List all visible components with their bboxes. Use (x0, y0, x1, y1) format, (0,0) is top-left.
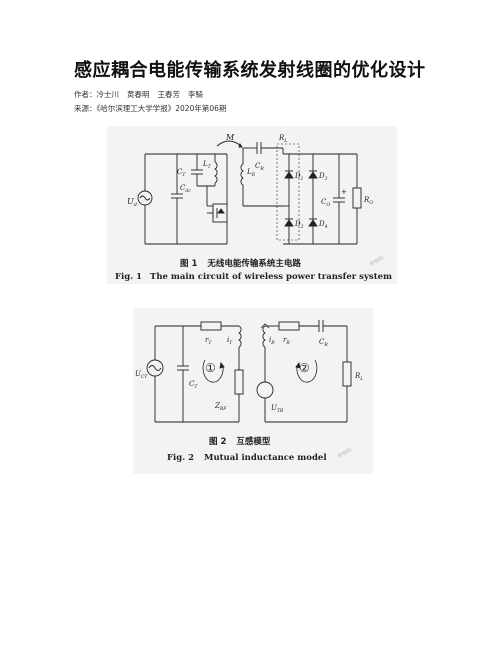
source-line: 来源：《哈尔滨理工大学学报》2020年第06期 (74, 103, 234, 114)
figure-1-circuit: Ud Cdc CT LT M LR CR RL (115, 133, 392, 282)
fig1-watermark: 新物料 (369, 254, 386, 268)
source-label: 来源： (74, 104, 97, 113)
label-d4: D4 (318, 220, 328, 230)
label-d1: D1 (294, 172, 304, 182)
label-d2: D2 (294, 220, 304, 230)
label-rl: RL (278, 134, 287, 144)
resistor-rl (342, 361, 352, 387)
author-1: 冷士川 (96, 90, 120, 99)
author-3: 王春芳 (157, 90, 181, 99)
label-cdc: Cdc (180, 184, 191, 194)
diode-d4 (308, 219, 318, 227)
authors-label: 作者： (74, 90, 97, 99)
label-it: iT (227, 336, 233, 346)
label-lr: LR (246, 168, 256, 178)
fig2-watermark: 新物料 (337, 446, 354, 460)
source-text: 《哈尔滨理工大学学报》2020年第06期 (96, 104, 227, 113)
label-ct2: CT (189, 380, 198, 390)
label-rl2: RL (354, 372, 363, 382)
label-m: M (225, 133, 235, 142)
label-co: CO (321, 198, 330, 208)
loop-2-label: ② (299, 361, 310, 375)
label-cr2: CR (319, 338, 328, 348)
author-2: 黄春明 (127, 90, 150, 99)
diode-d3 (308, 171, 318, 179)
resistor-ro (352, 187, 362, 209)
impedance-zrf (234, 369, 244, 395)
label-ir: iR (269, 336, 275, 346)
article-title: 感应耦合电能传输系统发射线圈的优化设计 (74, 60, 426, 81)
rectifier-dashed-box (276, 143, 300, 241)
label-cr: CR (255, 162, 264, 172)
figure-2-circuit: rT iT ZRF UCT CT ① iR rR CR RL UTB ② 图 2… (135, 320, 363, 463)
author-4: 李騎 (188, 90, 203, 99)
diode-d2 (284, 219, 294, 227)
label-rr: rR (283, 336, 290, 346)
authors-line: 作者：冷士川黄春明王春芳李騎 (74, 89, 211, 100)
label-rt: rT (205, 336, 212, 346)
label-lt: LT (202, 160, 212, 170)
label-d3: D3 (318, 172, 328, 182)
resistor-rt (200, 321, 222, 331)
label-zrf: ZRF (214, 402, 227, 412)
source-utb (256, 381, 274, 399)
label-utb: UTB (271, 404, 284, 414)
diode-d1 (284, 171, 294, 179)
label-uct: UCT (135, 370, 148, 380)
loop-1-label: ① (205, 361, 216, 375)
label-ud: Ud (127, 197, 137, 208)
label-ro: RO (363, 196, 373, 206)
resistor-rr (278, 321, 300, 331)
figure-2: rT iT ZRF UCT CT ① iR rR CR RL UTB ② 图 2… (133, 308, 373, 474)
label-plus: + (341, 188, 347, 196)
label-ct: CT (177, 168, 186, 178)
figure-1: Ud Cdc CT LT M LR CR RL (107, 126, 397, 284)
